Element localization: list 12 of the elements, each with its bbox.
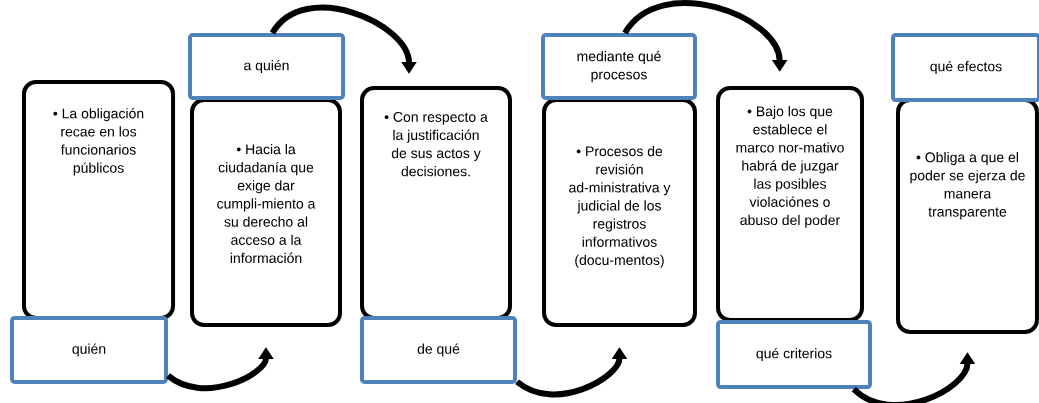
label-box: quién bbox=[10, 316, 168, 384]
text-box: • Hacia la ciudadanía que exige dar cumpli-miento a su derecho al acceso a la información bbox=[190, 97, 342, 328]
text-box: • Obliga a que el poder se ejerza de manera transparente bbox=[896, 98, 1039, 334]
label-box: de qué bbox=[360, 316, 518, 384]
text-box: • Bajo los que establece el marco nor-mativo habrá de juzgar las posibles violaciónes o abuso del poder bbox=[716, 86, 864, 322]
text-box: • Procesos de revisión ad-ministrativa y judicial de los registros informativos (docu-mentos) bbox=[542, 97, 697, 328]
text-box: • Con respecto a la justificación de sus actos y decisiones. bbox=[360, 86, 512, 320]
text-box: • La obligación recae en los funcionarios públicos bbox=[22, 80, 176, 320]
label-box: mediante qué procesos bbox=[541, 33, 697, 100]
label-box: a quién bbox=[188, 33, 346, 100]
label-box: qué efectos bbox=[891, 32, 1039, 103]
label-box: qué criterios bbox=[716, 319, 872, 389]
